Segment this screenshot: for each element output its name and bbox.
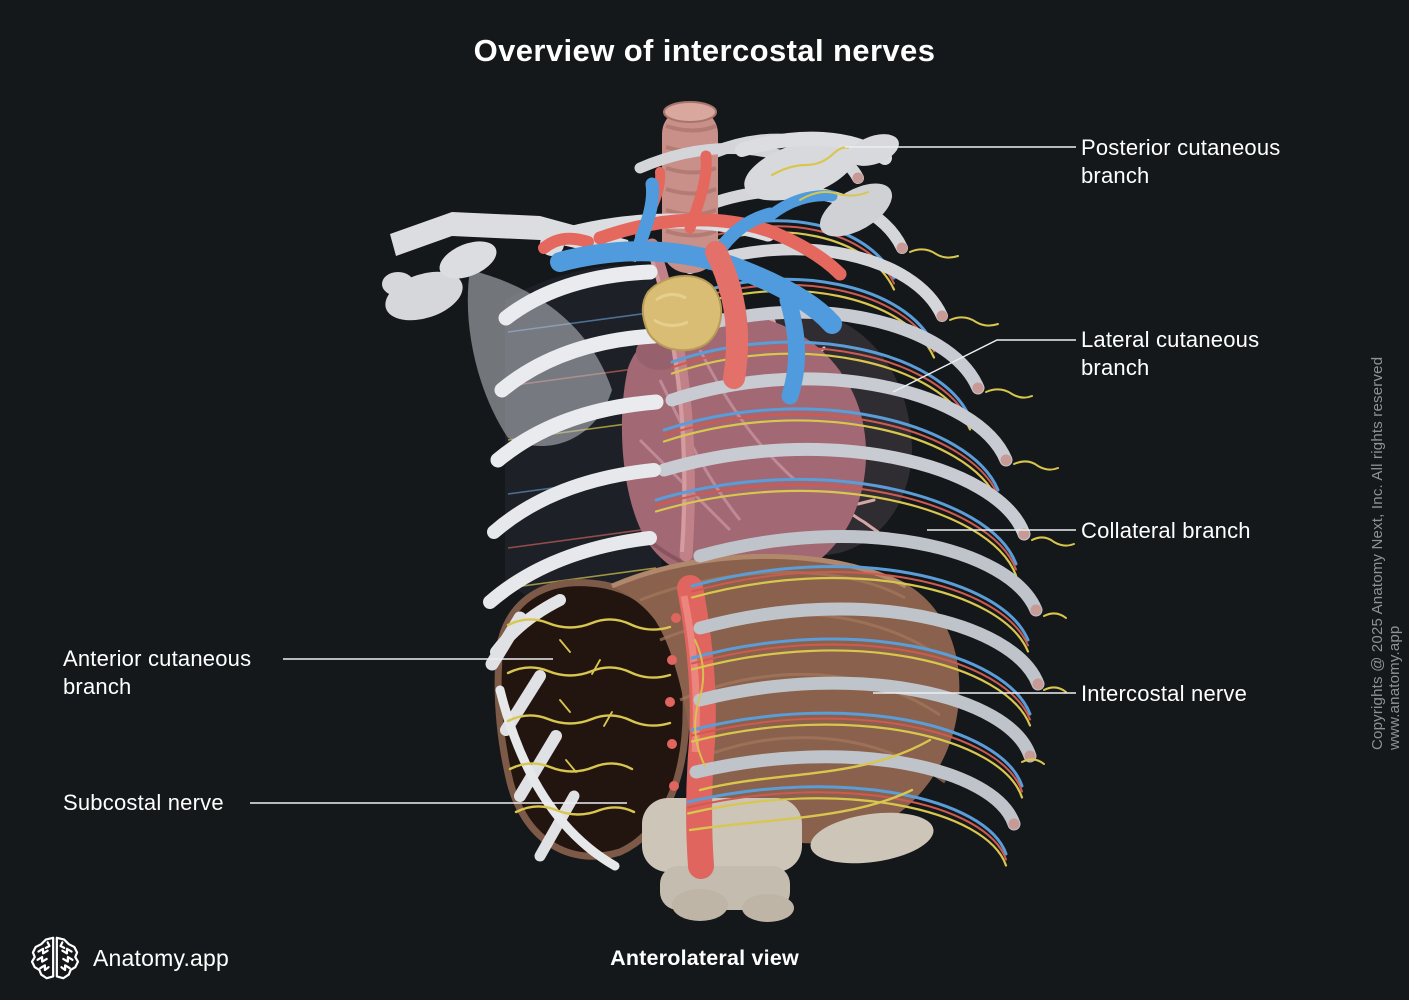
costal-cartilages (483, 264, 664, 871)
copyright-text: Copyrights @ 2025 Anatomy Next, Inc. All… (1369, 356, 1403, 750)
label-collateral-branch: Collateral branch (1081, 518, 1251, 543)
sternum-cut-edge (645, 238, 695, 562)
rib-cage (654, 140, 1044, 867)
page-title: Overview of intercostal nerves (473, 33, 936, 68)
brand-name: Anatomy.app (93, 945, 230, 971)
scapula (382, 212, 636, 321)
vertebral-column (642, 798, 934, 922)
rib-cut-tips (852, 172, 1044, 830)
label-posterior-cutaneous-branch: Posterior cutaneous branch (1081, 135, 1281, 188)
label-anterior-cutaneous-branch: Anterior cutaneous branch (63, 646, 252, 699)
leader-lateral-cutaneous-branch (892, 339, 1076, 393)
leader-lines (250, 146, 1076, 804)
thymus (641, 274, 723, 352)
label-subcostal-nerve: Subcostal nerve (63, 790, 224, 815)
brain-icon (30, 936, 80, 980)
label-lateral-cutaneous-branch: Lateral cutaneous branch (1081, 327, 1260, 380)
view-caption: Anterolateral view (610, 946, 799, 970)
brand-logo (29, 935, 81, 986)
label-intercostal-nerve: Intercostal nerve (1081, 681, 1248, 706)
nerve-branches (506, 146, 1075, 832)
